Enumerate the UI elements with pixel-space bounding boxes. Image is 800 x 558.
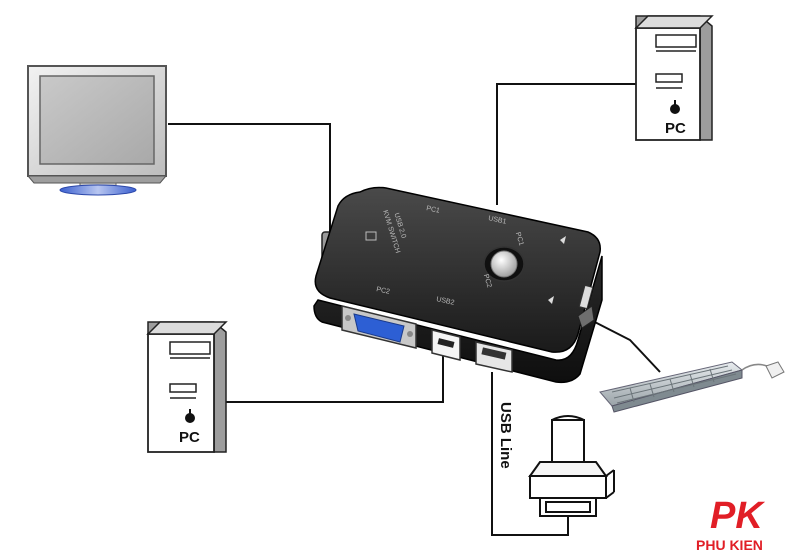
indicator-arrow-icon — [560, 236, 566, 244]
pc-top-label: PC — [665, 120, 686, 137]
pc-left-label: PC — [179, 429, 200, 446]
front-label-pc2: PC2 — [376, 286, 391, 296]
usb-line-cable — [491, 372, 569, 536]
power-icon — [185, 413, 195, 423]
kvm-switch: USB 2.0 KVM SWITCH PC1 PC2 PC1 USB1 PC2 … — [313, 186, 603, 384]
indicator-arrow-icon — [548, 296, 554, 304]
keyboard-icon — [599, 361, 744, 413]
keyboard-cable — [582, 315, 661, 373]
brand-logo: PK PHU KIEN — [696, 495, 765, 553]
brand-logo-mark: PK — [710, 495, 765, 537]
button-label-pc2: PC2 — [482, 273, 493, 288]
pc-left-cable — [214, 350, 444, 403]
vga-port-icon — [341, 305, 417, 349]
power-icon — [670, 104, 680, 114]
button-label-pc1: PC1 — [514, 231, 525, 246]
switch-button[interactable] — [490, 250, 518, 278]
cables — [168, 83, 661, 536]
side-label-pc1: PC1 — [426, 205, 441, 215]
tower-pc-icon: PC — [146, 321, 228, 453]
usb-port-icon — [431, 329, 461, 361]
tower-pc-icon: PC — [634, 15, 714, 141]
side-label-usb1: USB1 — [488, 215, 507, 226]
kvm-logo-icon — [365, 231, 377, 241]
pc-top-cable — [496, 83, 636, 205]
brand-name: PHU KIEN — [696, 537, 763, 553]
usb-plug-icon — [528, 415, 615, 517]
usb-port-icon — [578, 284, 594, 310]
monitor-icon — [26, 65, 168, 196]
monitor-cable — [168, 123, 331, 232]
usb-line-label: USB Line — [497, 402, 514, 469]
front-label-usb2: USB2 — [436, 296, 455, 307]
mouse-icon — [741, 361, 785, 379]
usb-port-icon — [475, 341, 513, 373]
